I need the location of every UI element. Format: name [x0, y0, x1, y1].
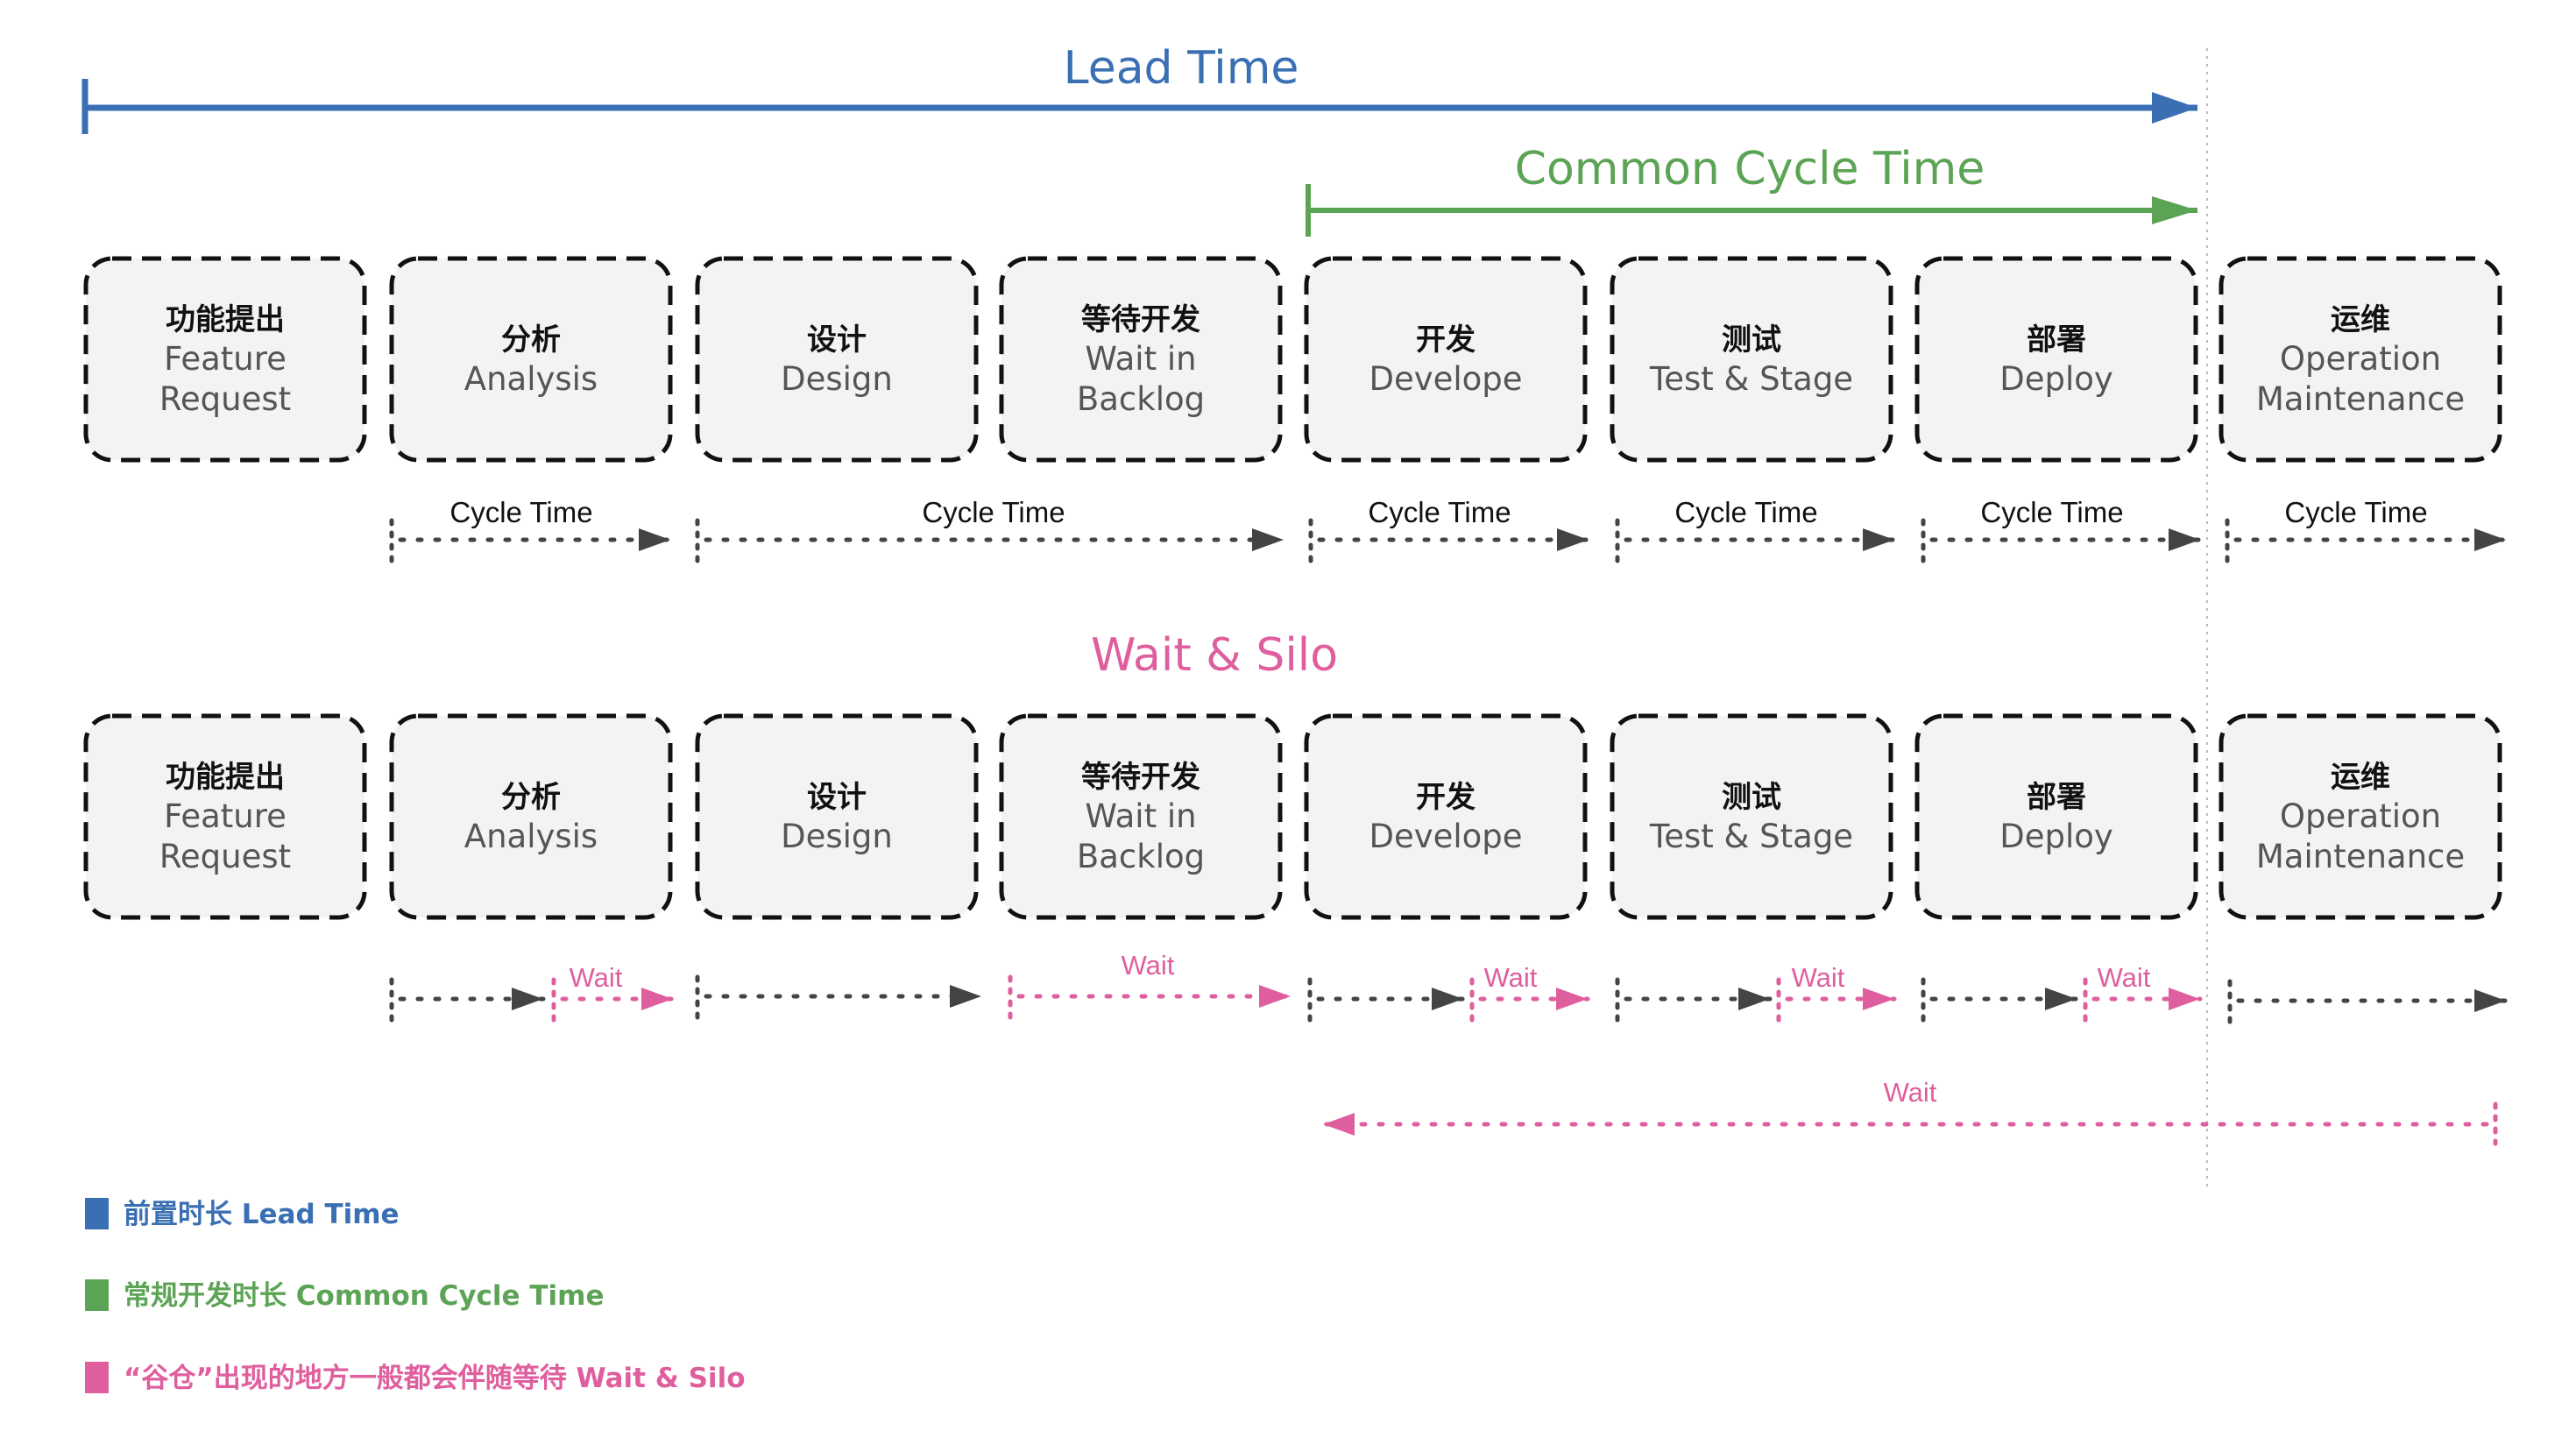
bottom-stage-en-3-0: Wait in — [1085, 797, 1196, 835]
top-stage-en-0-1: Request — [159, 380, 291, 418]
legend-swatch-2 — [85, 1362, 109, 1393]
bottom-stage-en-7-0: Operation — [2280, 797, 2441, 835]
top-stage-box-5 — [1610, 256, 1893, 463]
bottom-stage-en-4-0: Develope — [1369, 818, 1522, 855]
top-stage-en-1-0: Analysis — [464, 360, 598, 398]
legend-label-2: “谷仓”出现的地方一般都会伴随等待 Wait & Silo — [124, 1363, 746, 1394]
bottom-stage-box-3 — [999, 713, 1283, 920]
top-stage-en-2-0: Design — [781, 360, 893, 398]
bottom-stage-zh-2: 设计 — [807, 780, 867, 815]
top-stage-en-4-0: Develope — [1369, 360, 1522, 398]
top-stage-en-3-1: Backlog — [1077, 380, 1205, 418]
top-stage-zh-2: 设计 — [807, 322, 867, 358]
top-stage-box-6 — [1914, 256, 2198, 463]
feedback-wait-label: Wait — [1884, 1077, 1937, 1108]
legend-label-0: 前置时长 Lead Time — [124, 1199, 400, 1230]
top-stage-zh-1: 分析 — [501, 322, 561, 358]
bottom-stage-zh-7: 运维 — [2331, 760, 2390, 795]
bottom-stage-zh-6: 部署 — [2027, 780, 2086, 815]
wait-label-0: Wait — [570, 962, 623, 993]
top-stage-zh-6: 部署 — [2027, 322, 2086, 358]
legend-label-1: 常规开发时长 Common Cycle Time — [124, 1280, 604, 1312]
wait-label-3: Wait — [2098, 962, 2151, 993]
top-stage-box-0 — [83, 256, 367, 463]
bottom-stage-box-2 — [695, 713, 979, 920]
common-cycle-time-title: Common Cycle Time — [1515, 143, 1985, 195]
cycle-time-label-0: Cycle Time — [449, 496, 592, 528]
bottom-stage-zh-5: 测试 — [1722, 780, 1781, 815]
legend-swatch-1 — [85, 1279, 109, 1311]
backlog-wait-label: Wait — [1122, 950, 1175, 981]
top-stage-zh-4: 开发 — [1416, 322, 1476, 358]
cycle-time-label-3: Cycle Time — [1674, 496, 1817, 528]
top-stage-box-1 — [389, 256, 673, 463]
cycle-time-label-5: Cycle Time — [2284, 496, 2427, 528]
top-stage-box-2 — [695, 256, 979, 463]
top-stage-box-3 — [999, 256, 1283, 463]
wait-label-1: Wait — [1484, 962, 1538, 993]
bottom-stage-en-6-0: Deploy — [1999, 818, 2113, 855]
top-stage-en-5-0: Test & Stage — [1649, 360, 1853, 398]
cycle-time-label-1: Cycle Time — [922, 496, 1065, 528]
bottom-stage-en-1-0: Analysis — [464, 818, 598, 855]
bottom-stage-box-5 — [1610, 713, 1893, 920]
bottom-stage-en-7-1: Maintenance — [2256, 838, 2465, 875]
top-stage-zh-7: 运维 — [2331, 302, 2390, 337]
wait-silo-title: Wait & Silo — [1091, 629, 1338, 682]
top-stage-en-3-0: Wait in — [1085, 340, 1196, 378]
top-stage-en-0-0: Feature — [164, 340, 287, 378]
bottom-stage-box-4 — [1304, 713, 1588, 920]
cycle-time-label-2: Cycle Time — [1368, 496, 1511, 528]
top-stage-en-6-0: Deploy — [1999, 360, 2113, 398]
wait-label-2: Wait — [1792, 962, 1845, 993]
legend-swatch-0 — [85, 1198, 109, 1229]
bottom-stage-en-0-0: Feature — [164, 797, 287, 835]
top-stage-zh-5: 测试 — [1722, 322, 1781, 358]
bottom-stage-en-2-0: Design — [781, 818, 893, 855]
bottom-stage-zh-4: 开发 — [1416, 780, 1476, 815]
bottom-stage-en-5-0: Test & Stage — [1649, 818, 1853, 855]
bottom-stage-en-3-1: Backlog — [1077, 838, 1205, 875]
top-stage-zh-3: 等待开发 — [1081, 302, 1200, 337]
top-stage-box-7 — [2219, 256, 2502, 463]
bottom-stage-box-0 — [83, 713, 367, 920]
lead-time-title: Lead Time — [1064, 42, 1299, 95]
top-stage-en-7-0: Operation — [2280, 340, 2441, 378]
top-stage-zh-0: 功能提出 — [166, 302, 285, 337]
cycle-time-label-4: Cycle Time — [1980, 496, 2123, 528]
bottom-stage-zh-3: 等待开发 — [1081, 760, 1200, 795]
top-stage-en-7-1: Maintenance — [2256, 380, 2465, 418]
bottom-stage-en-0-1: Request — [159, 838, 291, 875]
bottom-stage-zh-1: 分析 — [501, 780, 561, 815]
bottom-stage-box-6 — [1914, 713, 2198, 920]
bottom-stage-box-7 — [2219, 713, 2502, 920]
top-stage-box-4 — [1304, 256, 1588, 463]
bottom-stage-box-1 — [389, 713, 673, 920]
bottom-stage-zh-0: 功能提出 — [166, 760, 285, 795]
